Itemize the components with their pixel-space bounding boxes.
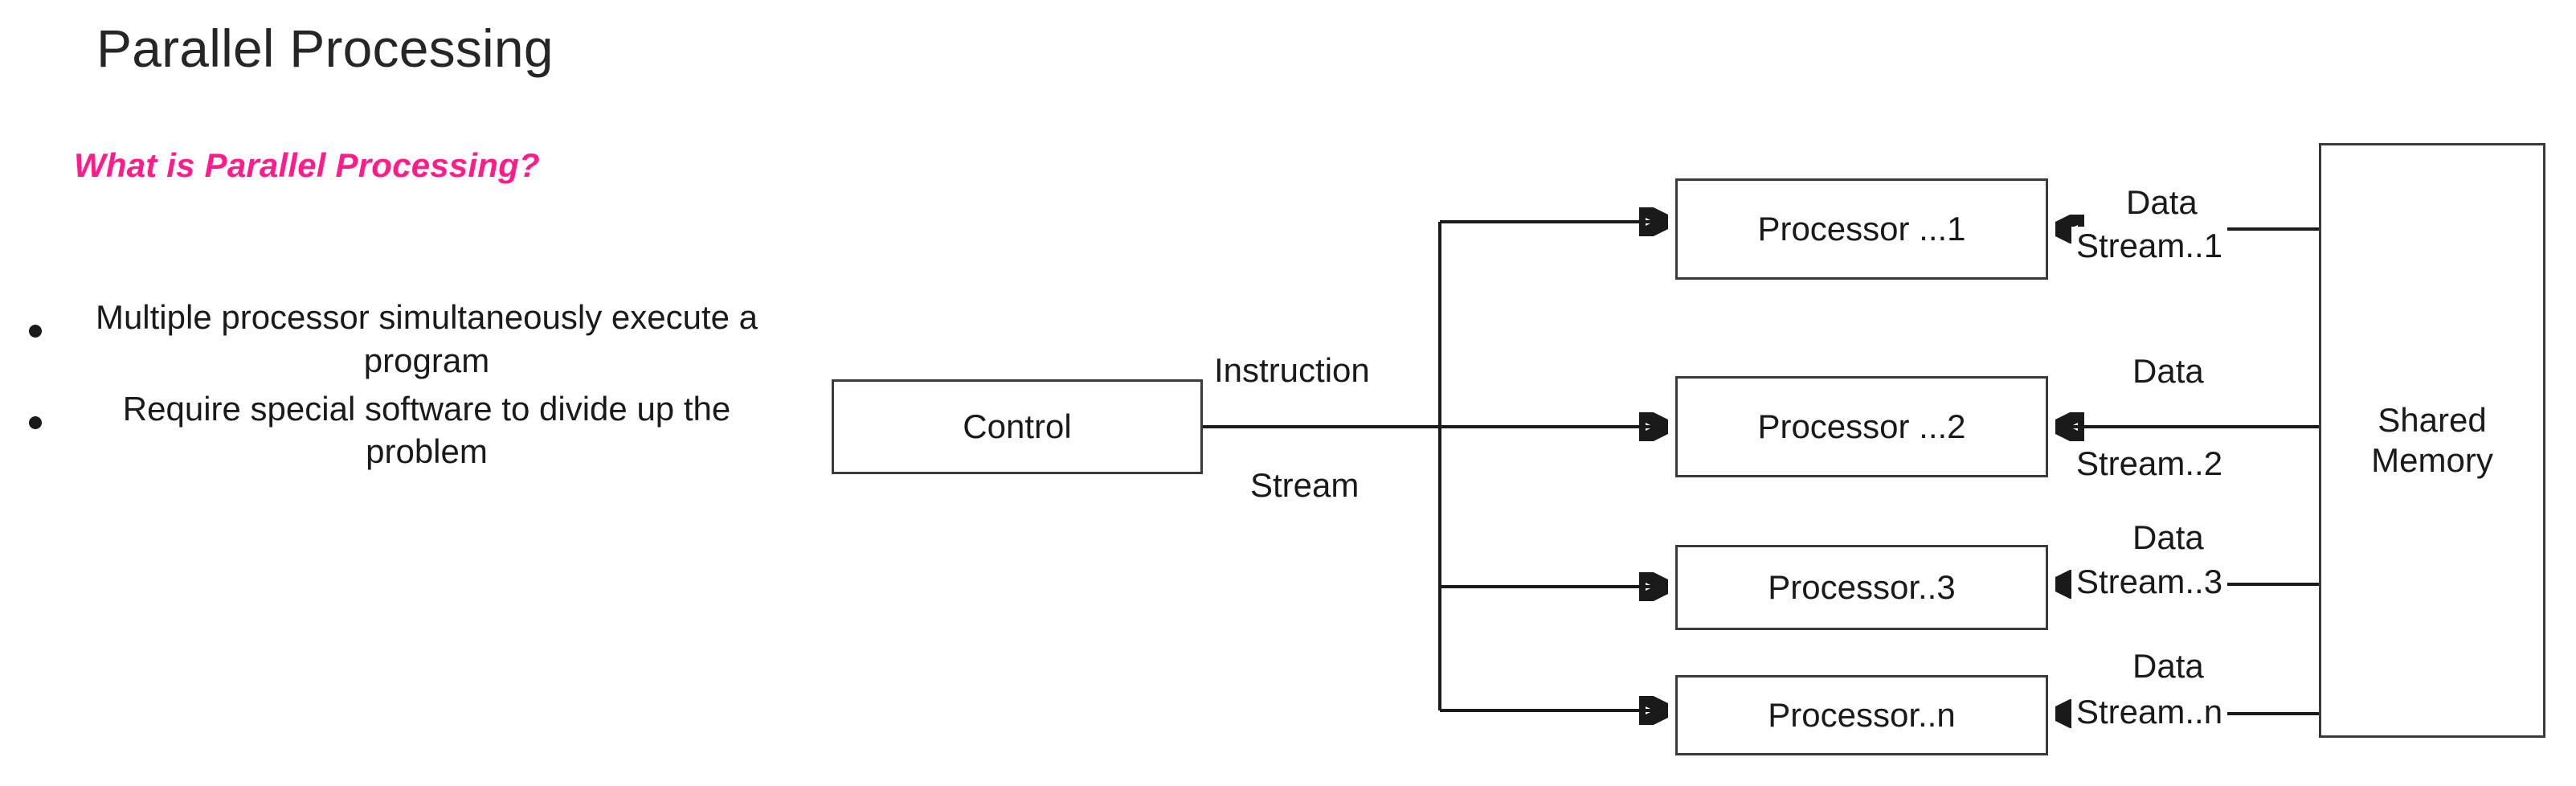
processor-node-2[interactable]: Processor ...2 [1675,376,2048,477]
bullet-dot-icon [29,325,42,338]
list-item: Multiple processor simultaneously execut… [0,296,812,383]
processor-node-3[interactable]: Processor..3 [1675,545,2048,630]
data-stream-1-label-line2: Stream..1 [2071,227,2228,265]
shared-memory-node[interactable]: Shared Memory [2319,143,2545,738]
bullet-dot-icon [29,416,42,429]
instruction-stream-label-line2: Stream [1247,466,1363,505]
bullet-list: Multiple processor simultaneously execut… [0,296,812,478]
data-stream-n-label-line1: Data [2128,647,2209,686]
data-stream-3-label-line2: Stream..3 [2071,563,2228,601]
instruction-stream-label-line1: Instruction [1211,351,1373,390]
page-title: Parallel Processing [96,18,554,78]
data-stream-2-label-line2: Stream..2 [2071,444,2228,483]
processor-node-n[interactable]: Processor..n [1675,675,2048,755]
slide-subheading: What is Parallel Processing? [74,146,540,184]
data-stream-1-label-line1: Data [2121,183,2202,222]
list-item-label: Multiple processor simultaneously execut… [95,298,758,379]
data-stream-n-label-line2: Stream..n [2071,693,2228,731]
data-stream-3-label-line1: Data [2128,518,2209,557]
list-item: Require special software to divide up th… [0,387,812,474]
data-stream-2-label-line1: Data [2128,352,2209,391]
processor-node-1[interactable]: Processor ...1 [1675,178,2048,280]
control-unit-node[interactable]: Control [832,379,1203,474]
list-item-label: Require special software to divide up th… [122,389,731,471]
